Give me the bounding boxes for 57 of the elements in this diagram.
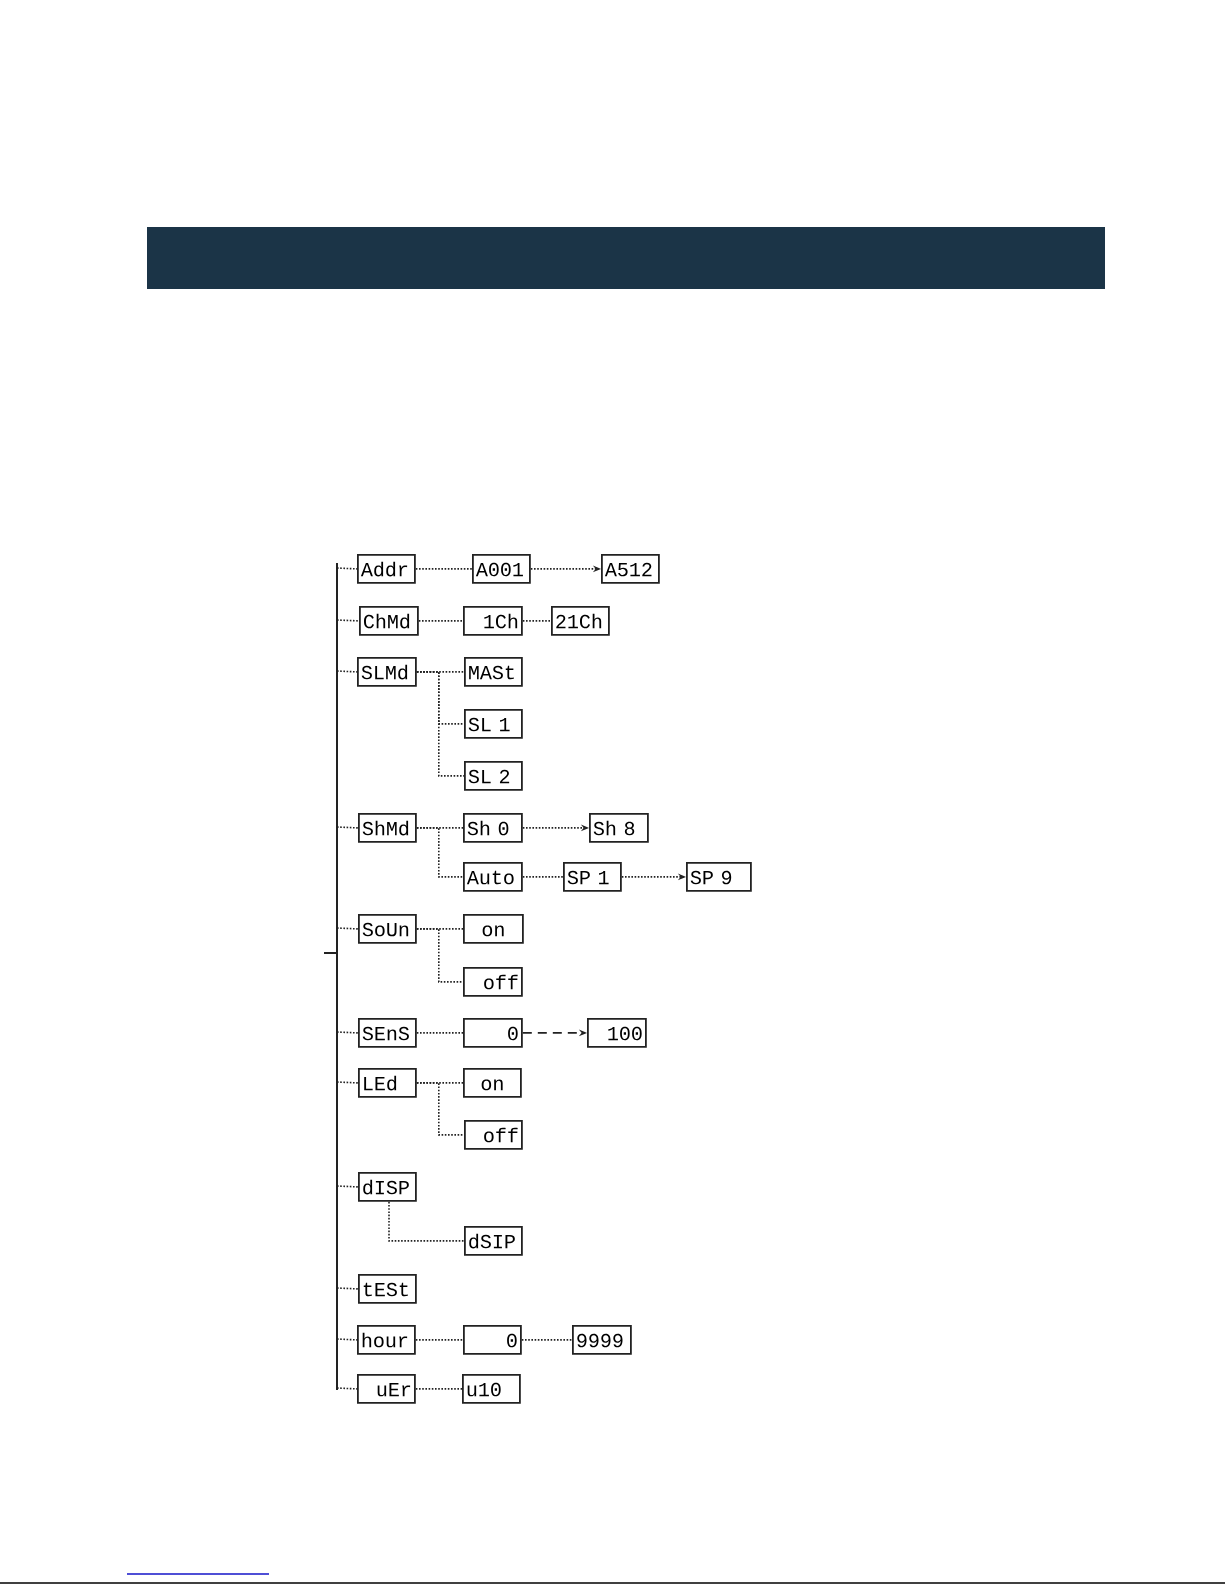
connector-line <box>521 1339 573 1341</box>
display-box: Addr <box>357 554 416 584</box>
connector-line <box>416 827 464 878</box>
display-box: SL 2 <box>464 761 523 791</box>
display-box: 100 <box>587 1018 647 1048</box>
connector-line <box>418 620 464 622</box>
display-box: on <box>463 914 524 944</box>
connector-line <box>416 928 464 983</box>
connector-line <box>336 927 359 930</box>
display-box: dISP <box>358 1172 417 1202</box>
display-box: u10 <box>462 1374 521 1404</box>
display-box: off <box>463 967 523 997</box>
display-box: 21Ch <box>551 606 610 636</box>
connector-line <box>336 1185 359 1188</box>
connector-line <box>336 1031 359 1034</box>
connector-line <box>336 619 360 622</box>
display-box: MASt <box>464 657 523 687</box>
display-box: tESt <box>358 1274 417 1304</box>
display-box: LEd <box>358 1068 417 1098</box>
display-box: Sh 0 <box>463 813 523 843</box>
display-box: SLMd <box>357 657 417 687</box>
connector-line <box>415 1339 464 1341</box>
display-box: ShMd <box>358 813 417 843</box>
connector-line <box>415 1388 463 1390</box>
connector-line <box>336 1287 359 1290</box>
connector-line <box>522 876 564 878</box>
display-box: SP 1 <box>563 862 622 892</box>
connector-line <box>336 670 358 673</box>
display-box: SP 9 <box>686 862 752 892</box>
connector-line <box>522 620 552 622</box>
connector-line <box>336 1387 358 1390</box>
display-box: ChMd <box>359 606 419 636</box>
connector-line <box>336 826 359 829</box>
display-box: on <box>463 1068 522 1098</box>
connector-line <box>416 671 465 777</box>
display-box: off <box>464 1120 523 1150</box>
display-box: SL 1 <box>464 709 523 739</box>
display-box: A512 <box>601 554 660 584</box>
connector-line <box>416 1032 464 1034</box>
display-box: SEnS <box>358 1018 417 1048</box>
display-box: uEr <box>357 1374 416 1404</box>
display-box: hour <box>357 1325 416 1355</box>
connector-line <box>336 1081 359 1084</box>
display-box: 0 <box>463 1018 523 1048</box>
display-box: 0 <box>463 1325 522 1355</box>
display-box: A001 <box>472 554 531 584</box>
connector-line <box>415 568 473 570</box>
connector-line <box>336 1338 358 1341</box>
connector-line <box>416 1082 465 1136</box>
display-box: dSIP <box>464 1226 523 1256</box>
display-box: 9999 <box>572 1325 632 1355</box>
connector-line <box>336 567 358 570</box>
display-box: Sh 8 <box>589 813 649 843</box>
connector-line <box>388 1201 465 1242</box>
display-box: 1Ch <box>463 606 523 636</box>
display-box: SoUn <box>358 914 417 944</box>
display-box: Auto <box>463 862 523 892</box>
